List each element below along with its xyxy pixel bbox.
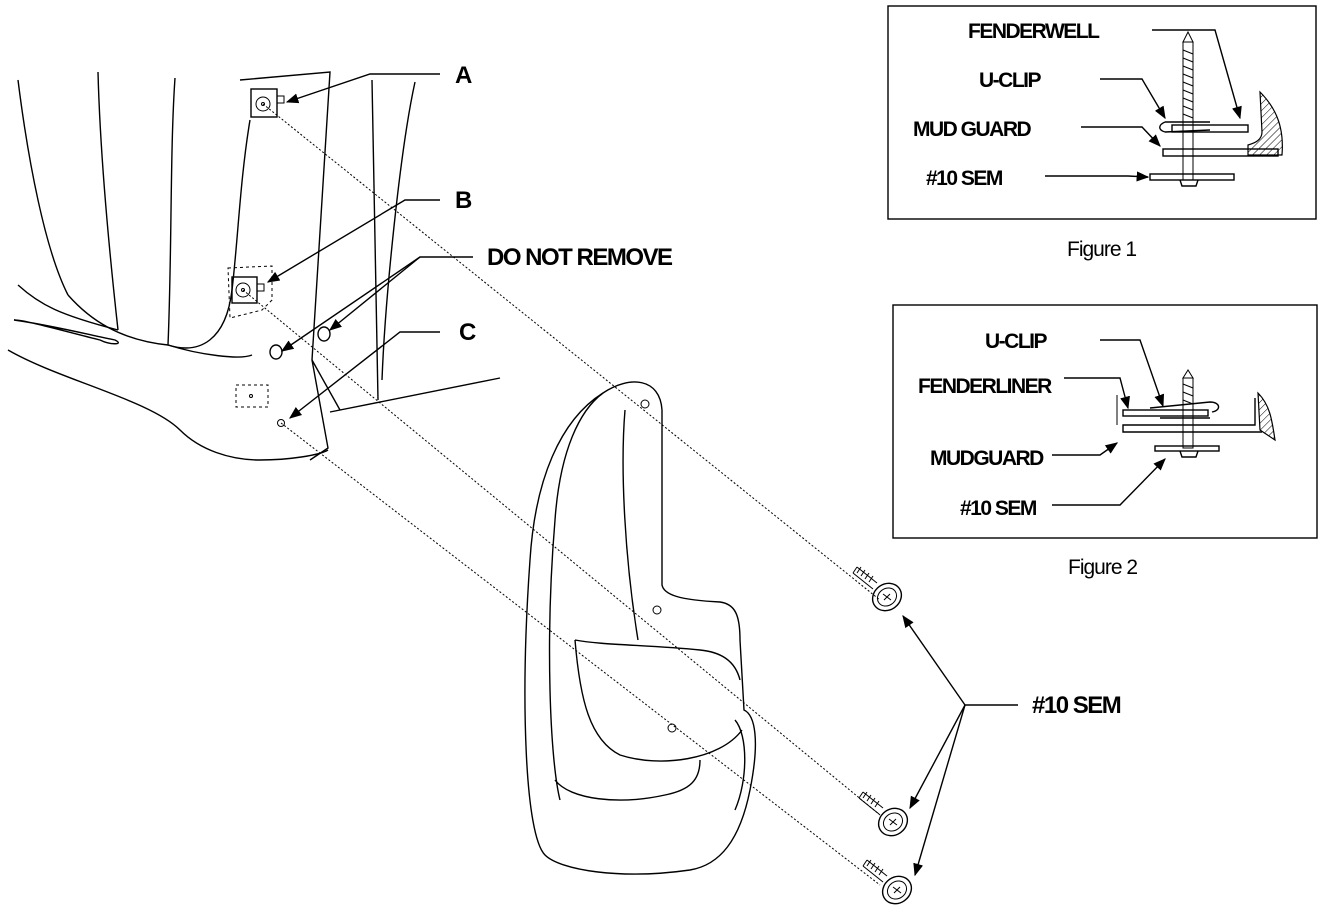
fig2-mudguard-label: MUDGUARD [930,447,1044,470]
figure-2: U-CLIP FENDERLINER MUDGUARD #10 SEM [892,304,1318,539]
fig2-u-clip-label: U-CLIP [985,330,1047,353]
fig1-u-clip-label: U-CLIP [979,69,1041,92]
mud-guard-part [524,381,757,875]
sem-screw-3 [862,859,918,910]
callout-sem: #10 SEM [902,614,1122,877]
callout-c: C [289,319,478,419]
fig2-fenderliner-label: FENDERLINER [918,375,1052,398]
fig1-sem-label: #10 SEM [926,167,1003,190]
fig2-sem-label: #10 SEM [960,497,1037,520]
figure-2-caption: Figure 2 [1068,556,1137,579]
figure-1: FENDERWELL U-CLIP MUD GUARD #10 SEM [887,5,1317,220]
callout-c-label: C [459,319,476,346]
fig1-fenderwell-label: FENDERWELL [968,20,1100,43]
sem-screw-2 [858,791,914,842]
vehicle-fender [7,71,501,461]
fig1-mud-guard-label: MUD GUARD [913,118,1031,141]
sem-callout-label: #10 SEM [1032,692,1121,719]
callout-a-label: A [455,62,472,89]
callout-b-label: B [455,187,472,214]
figure-1-caption: Figure 1 [1067,238,1136,261]
do-not-remove-label: DO NOT REMOVE [487,244,673,271]
callout-b: B [266,187,474,283]
callout-do-not-remove: DO NOT REMOVE [280,244,675,352]
alignment-lines [242,103,881,886]
callout-a: A [285,62,474,104]
sem-screw-1 [852,566,908,617]
